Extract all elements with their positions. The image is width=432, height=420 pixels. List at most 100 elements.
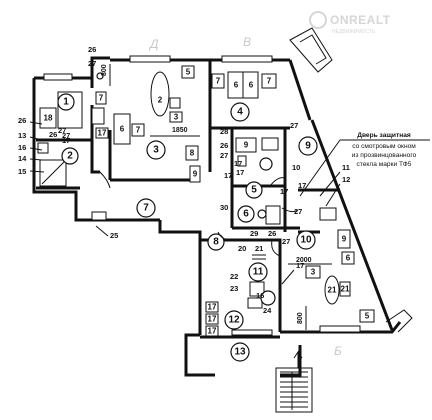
svg-text:26: 26 [88,45,96,54]
svg-text:16: 16 [256,291,264,300]
svg-text:21: 21 [328,286,337,295]
svg-text:17: 17 [280,187,288,196]
svg-text:21: 21 [255,244,263,253]
dimensions: 800 1850 2000 800 [101,64,332,330]
room-13-marker: 13 [230,342,250,362]
svg-text:6: 6 [120,125,125,134]
svg-text:8: 8 [190,149,195,158]
svg-text:2: 2 [67,151,73,162]
svg-text:17: 17 [296,261,304,270]
room-3-marker: 3 [146,140,166,160]
svg-text:27: 27 [58,126,66,135]
svg-text:7: 7 [216,77,221,86]
svg-text:10: 10 [300,235,312,246]
svg-text:22: 22 [230,272,238,281]
door-note-line-1: Дверь защитная [357,132,411,139]
svg-text:26: 26 [268,229,276,238]
svg-text:2: 2 [158,96,163,105]
svg-text:29: 29 [250,229,258,238]
svg-text:6: 6 [243,209,249,220]
door-note-line-3: из прозвинцованного [352,152,417,159]
room-2-marker: 2 [61,147,79,165]
grid-mark: Д [148,37,159,51]
svg-text:27: 27 [290,121,298,130]
svg-text:17: 17 [62,136,70,145]
dim-800-top: 800 [101,64,108,76]
door-note-line-4: стекла марки ТФ5 [357,161,412,168]
room-10-marker: 10 [296,230,316,250]
svg-text:30: 30 [220,203,228,212]
svg-text:12: 12 [228,315,240,326]
svg-text:16: 16 [18,143,26,152]
furniture: 18 1 9 7 17 6 7 2 5 3 8 9 7 6 6 7 [37,65,375,337]
svg-text:12: 12 [342,175,350,184]
svg-text:20: 20 [238,244,246,253]
watermark-brand: ONREALT [330,13,391,27]
dim-2000: 2000 [296,257,312,264]
svg-text:21: 21 [341,285,350,294]
svg-text:26: 26 [49,130,57,139]
svg-text:11: 11 [253,267,264,278]
svg-text:6: 6 [249,81,254,90]
svg-text:17: 17 [234,159,242,168]
svg-text:26: 26 [18,116,26,125]
svg-text:15: 15 [18,167,26,176]
svg-text:3: 3 [311,268,316,277]
svg-text:18: 18 [44,114,53,123]
svg-text:7: 7 [136,126,141,135]
svg-text:7: 7 [99,94,104,103]
svg-text:13: 13 [18,131,26,140]
room-markers: 1 2 3 4 5 6 7 8 9 10 11 12 13 [57,93,318,362]
svg-text:26: 26 [220,141,228,150]
svg-text:25: 25 [110,231,118,240]
grid-mark-b: Б [334,344,342,358]
room-4-marker: 4 [230,102,250,122]
svg-text:5: 5 [251,185,257,196]
svg-text:1: 1 [63,97,69,108]
svg-text:27: 27 [88,59,96,68]
balcony [385,309,413,333]
room-5-marker: 5 [245,181,263,199]
svg-text:23: 23 [230,284,238,293]
room-6-marker: 6 [237,205,255,223]
door-swings [99,171,299,257]
svg-text:4: 4 [237,107,243,118]
svg-text:8: 8 [213,237,219,248]
svg-text:17: 17 [224,171,232,180]
room-9-marker: 9 [298,136,318,156]
windows [43,55,361,336]
svg-text:3: 3 [174,113,179,122]
svg-text:7: 7 [143,203,149,214]
svg-text:3: 3 [153,145,159,156]
room-7-marker: 7 [136,198,156,218]
dim-800-bottom: 800 [297,312,304,324]
svg-text:6: 6 [346,254,351,263]
stairs [275,350,313,413]
watermark-tagline: НЕДВИЖИМОСТЬ [332,29,376,35]
svg-text:17: 17 [208,303,217,312]
svg-text:17: 17 [236,168,244,177]
svg-text:6: 6 [234,81,239,90]
svg-text:9: 9 [305,141,311,152]
svg-text:27: 27 [62,131,70,140]
svg-text:9: 9 [193,170,198,179]
svg-text:17: 17 [98,129,107,138]
grid-mark: В [243,35,251,49]
svg-text:27: 27 [294,207,302,216]
svg-text:17: 17 [298,181,306,190]
svg-text:13: 13 [234,347,246,358]
svg-text:24: 24 [263,306,272,315]
room-1-marker: 1 [57,93,75,111]
dim-1850: 1850 [172,127,188,134]
svg-text:9: 9 [244,141,249,150]
door-note: Дверь защитная со смотровым окном из про… [299,132,430,197]
balcony-rail [299,34,327,65]
svg-text:5: 5 [186,68,191,77]
svg-text:17: 17 [208,327,217,336]
svg-text:28: 28 [220,127,228,136]
room-11-marker: 11 [248,262,268,282]
svg-text:27: 27 [282,237,290,246]
watermark: ONREALT НЕДВИЖИМОСТЬ [309,11,391,35]
callout-numbers: 26 27 26 13 27 16 14 17 15 25 28 26 27 2… [18,45,350,315]
